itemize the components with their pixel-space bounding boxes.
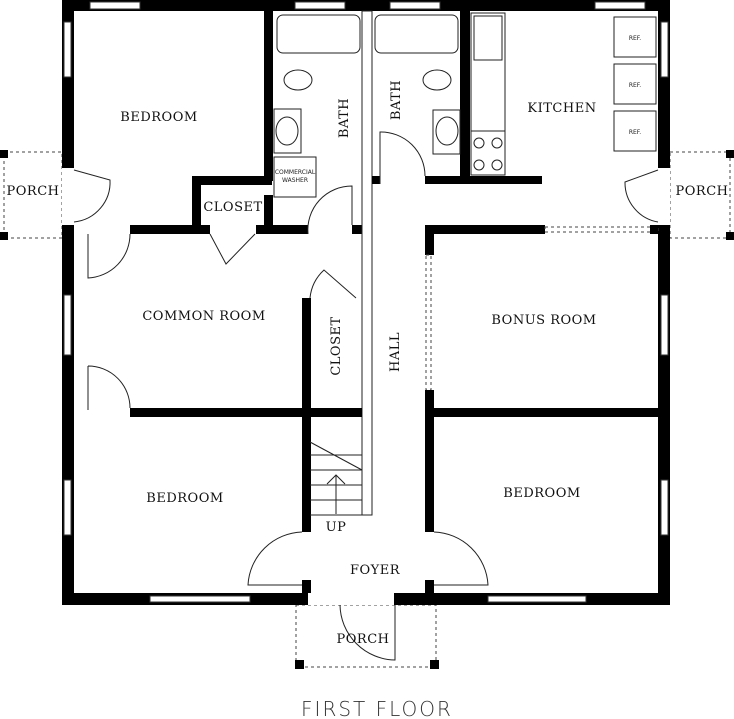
- room-label-closet-2: CLOSET: [329, 316, 344, 375]
- room-label-bedroom-se: BEDROOM: [503, 486, 580, 501]
- toilet-icon: [422, 69, 452, 91]
- stove-icon: [470, 130, 506, 176]
- room-label-foyer: FOYER: [350, 563, 401, 578]
- refrigerator-label: REF.: [629, 129, 641, 136]
- room-label-porch-south: PORCH: [337, 632, 390, 647]
- refrigerator-label: REF.: [629, 35, 641, 42]
- kitchen-fixtures: REF. REF. REF.: [470, 12, 657, 176]
- plan-title: FIRST FLOOR: [301, 697, 453, 719]
- sink-icon: [435, 116, 459, 146]
- room-label-porch-west: PORCH: [7, 184, 60, 199]
- interior-walls: [130, 10, 659, 593]
- room-label-kitchen: KITCHEN: [527, 101, 596, 116]
- washer-label: WASHER: [282, 177, 308, 184]
- room-label-common-room: COMMON ROOM: [142, 309, 265, 324]
- room-label-porch-east: PORCH: [676, 184, 729, 199]
- room-label-bath-2: BATH: [389, 80, 404, 120]
- windows: [63, 1, 669, 603]
- room-labels: BEDROOM BATH BATH KITCHEN PORCH PORCH CL…: [7, 80, 729, 647]
- bath-fixtures: COMMERCIAL WASHER: [273, 14, 461, 198]
- room-label-bonus-room: BONUS ROOM: [491, 313, 596, 328]
- room-label-bedroom-nw: BEDROOM: [120, 110, 197, 125]
- door-swings: [73, 131, 659, 661]
- exterior-walls: [62, 0, 670, 605]
- sink-icon: [275, 116, 299, 146]
- toilet-icon: [283, 69, 313, 91]
- room-label-bath-1: BATH: [337, 98, 352, 138]
- stairs-up-label: UP: [326, 520, 347, 535]
- stairs: [309, 441, 363, 516]
- refrigerator-label: REF.: [629, 82, 641, 89]
- sink-icon: [473, 15, 503, 61]
- washer-label: COMMERCIAL: [275, 169, 316, 176]
- room-label-closet-1: CLOSET: [203, 200, 262, 215]
- room-label-hall: HALL: [388, 332, 403, 372]
- room-label-bedroom-sw: BEDROOM: [146, 491, 223, 506]
